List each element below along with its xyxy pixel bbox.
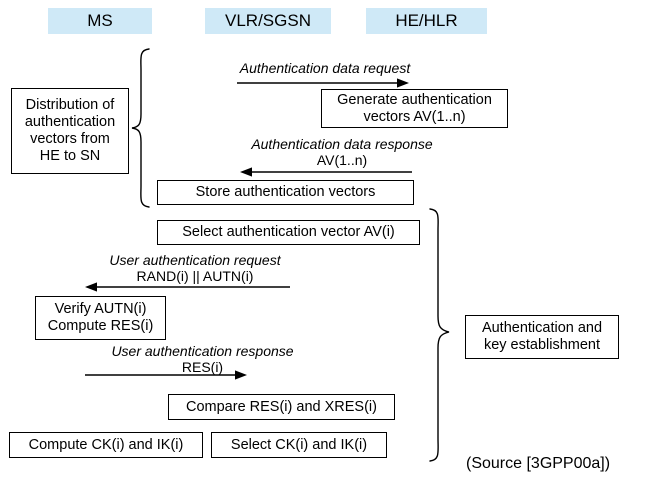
box-line: key establishment <box>483 337 601 353</box>
box-line: Store authentication vectors <box>195 184 376 200</box>
message-auth-data-response-arrow <box>240 167 412 177</box>
box-select-av: Select authentication vector AV(i) <box>157 220 420 245</box>
box-line: vectors from <box>30 131 110 147</box>
message-payload: RES(i) <box>181 359 224 375</box>
box-verify-autn: Verify AUTN(i) Compute RES(i) <box>35 296 166 340</box>
box-line: Compare RES(i) and XRES(i) <box>186 398 377 415</box>
box-select-keys: Select CK(i) and IK(i) <box>211 432 387 458</box>
box-line: Select CK(i) and IK(i) <box>230 436 368 453</box>
box-line: HE to SN <box>39 148 101 164</box>
message-payload: RAND(i) || AUTN(i) <box>136 268 254 284</box>
message-auth-data-response-label: Authentication data response AV(1..n) <box>242 136 442 168</box>
box-line: Compute CK(i) and IK(i) <box>28 436 184 453</box>
box-line: Distribution of <box>25 97 115 113</box>
box-store-av: Store authentication vectors <box>157 180 414 205</box>
message-user-auth-request-label: User authentication request RAND(i) || A… <box>95 252 295 284</box>
message-title: Authentication data request <box>239 60 411 76</box>
box-line: Verify AUTN(i) <box>54 301 147 317</box>
message-title: Authentication data response <box>251 136 433 152</box>
phase-brace-distribution <box>131 48 157 208</box>
box-auth-key-label: Authentication and key establishment <box>465 315 619 359</box>
box-distribution-label: Distribution of authentication vectors f… <box>11 88 129 174</box>
box-generate-av: Generate authentication vectors AV(1..n) <box>321 89 508 128</box>
message-user-auth-response-arrow <box>85 370 247 380</box>
box-compare-res: Compare RES(i) and XRES(i) <box>168 394 395 420</box>
phase-brace-auth-key-establishment <box>428 208 454 462</box>
message-user-auth-request-arrow <box>85 282 290 292</box>
box-line: Compute RES(i) <box>47 318 154 334</box>
message-payload: AV(1..n) <box>316 152 368 168</box>
box-line: Generate authentication <box>337 91 492 108</box>
column-header-he-hlr: HE/HLR <box>366 8 487 34</box>
message-auth-data-request-arrow <box>237 78 409 88</box>
box-line: authentication <box>24 114 116 130</box>
source-note: (Source [3GPP00a]) <box>466 455 611 472</box>
box-compute-keys: Compute CK(i) and IK(i) <box>9 432 203 458</box>
message-title: User authentication request <box>109 252 281 268</box>
message-title: User authentication response <box>111 343 294 359</box>
box-line: Select authentication vector AV(i) <box>182 224 395 240</box>
box-line: Authentication and <box>481 320 603 336</box>
column-header-vlr-sgsn: VLR/SGSN <box>205 8 331 34</box>
message-user-auth-response-label: User authentication response RES(i) <box>100 343 305 375</box>
message-auth-data-request-label: Authentication data request <box>225 60 425 76</box>
box-line: vectors AV(1..n) <box>363 108 466 125</box>
column-header-ms: MS <box>48 8 152 34</box>
